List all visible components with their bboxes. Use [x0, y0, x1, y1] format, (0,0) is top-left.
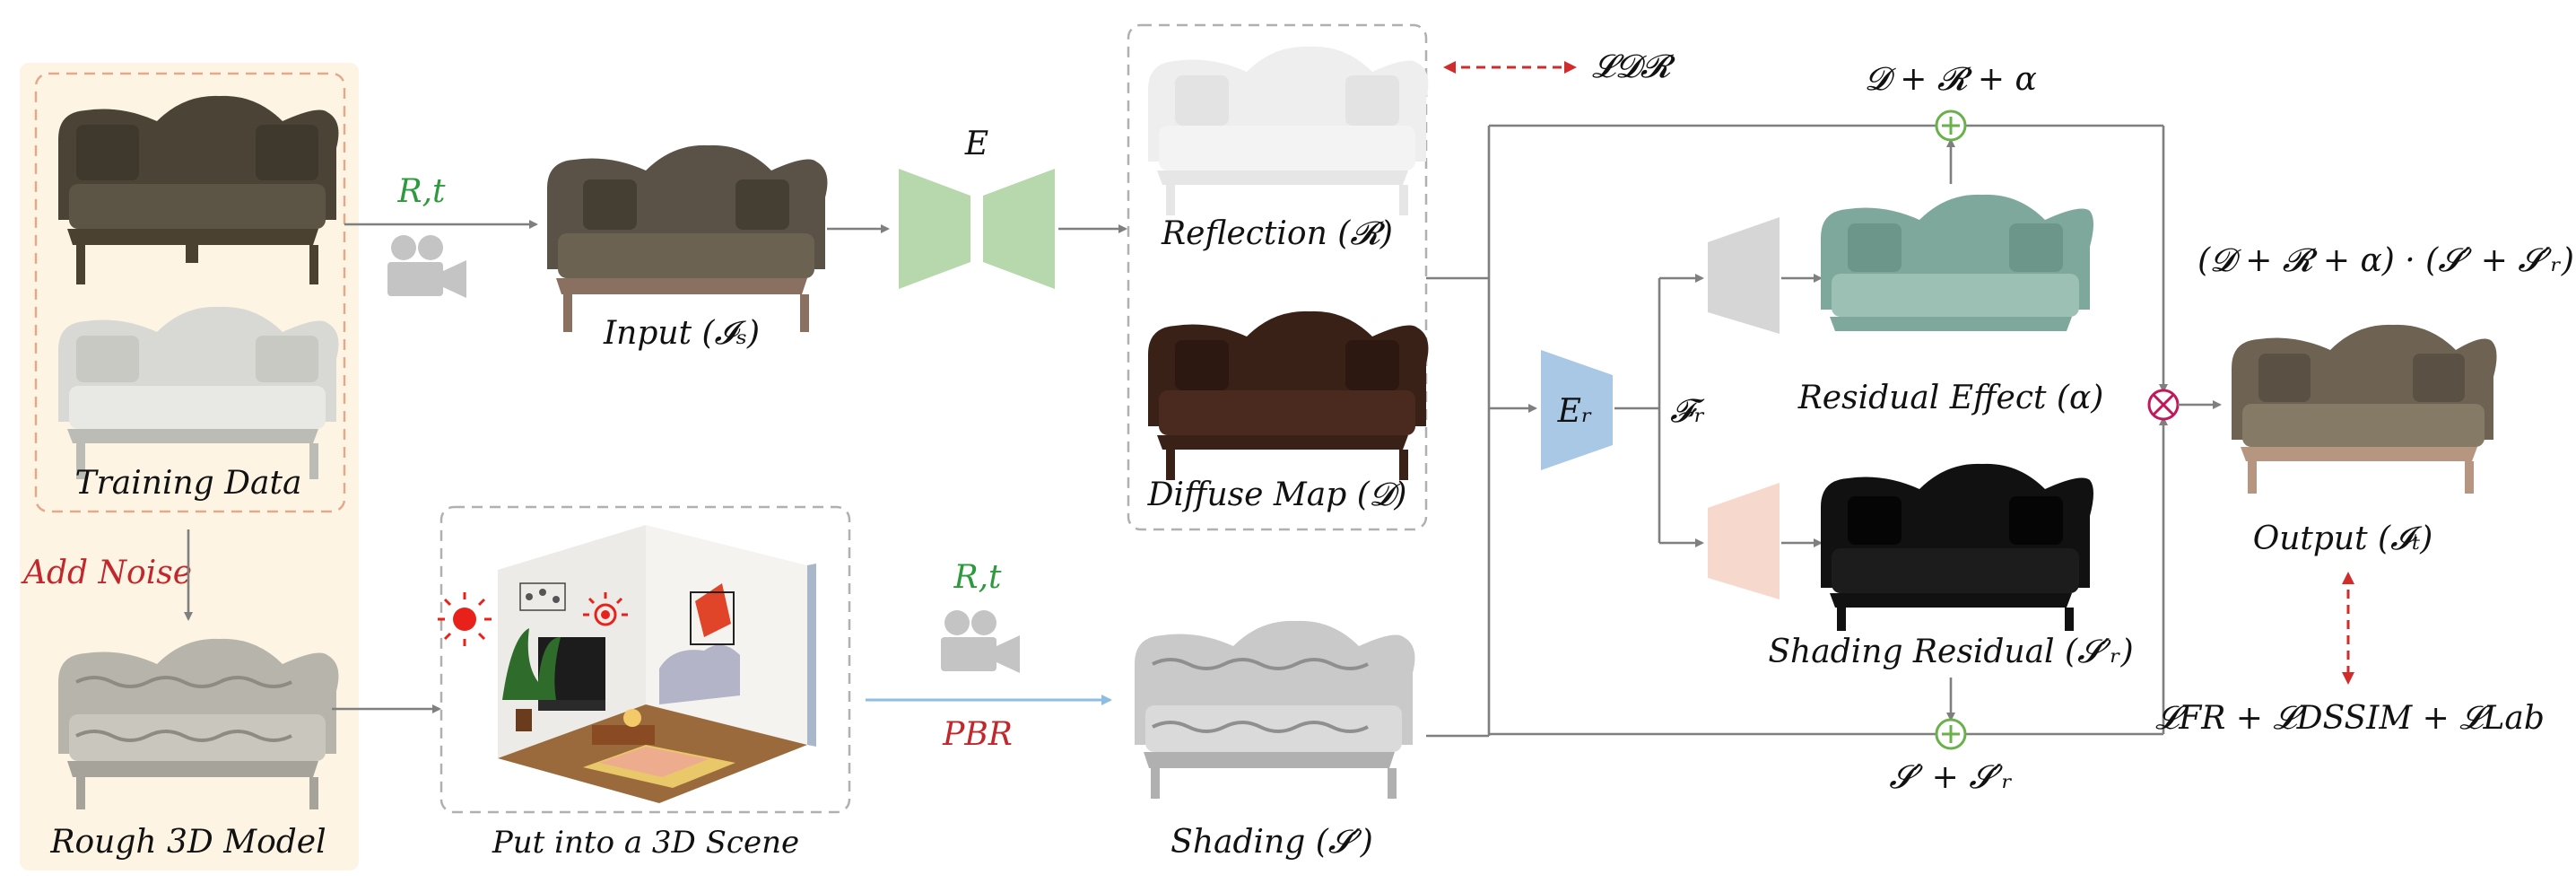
loss-dr-label: 𝓛𝓓𝓡: [1592, 48, 1676, 85]
input-label: Input (𝓘ₛ): [603, 315, 760, 352]
residual-effect-sofa-image: [1821, 194, 2093, 331]
encoder-e: [899, 169, 1055, 289]
camera-icon-bottom: [941, 610, 1020, 673]
3d-scene-room-image: [498, 525, 816, 803]
residual-effect-label: Residual Effect (α): [1797, 380, 2104, 416]
add-noise-label: Add Noise: [21, 555, 192, 591]
diffuse-map-label: Diffuse Map (𝓓): [1147, 477, 1407, 513]
plus-node-top: [1935, 109, 1967, 142]
diffuse-map-sofa-image: [1148, 310, 1429, 480]
multiply-node: [2147, 389, 2180, 421]
fr-label: 𝓕ᵣ: [1670, 393, 1705, 430]
er-label: Eᵣ: [1557, 393, 1593, 430]
shading-sofa-image: [1135, 620, 1415, 799]
training-data-label: Training Data: [75, 465, 302, 502]
plus-node-bottom: [1935, 718, 1967, 750]
reflection-sofa-image: [1148, 46, 1429, 215]
encoder-e-label: E: [964, 126, 988, 162]
rt-top-label: R,t: [396, 173, 446, 210]
decoder-peach: [1708, 483, 1780, 599]
pbr-label: PBR: [942, 716, 1013, 753]
light-bulb-icon-right: [583, 592, 628, 626]
output-sofa-image: [2232, 324, 2497, 494]
loss-total-label: 𝓛FR + 𝓛DSSIM + 𝓛Lab: [2155, 700, 2545, 737]
encoder-er: [1541, 350, 1613, 470]
decoder-gray: [1708, 217, 1780, 334]
training-data-dashed-box: [34, 72, 346, 513]
shading-residual-label: Shading Residual (𝓢′ᵣ): [1768, 634, 2133, 670]
sum-bottom-label: 𝓢′ + 𝓢′ᵣ: [1889, 759, 2013, 796]
shading-label: Shading (𝓢′): [1171, 824, 1373, 861]
reflection-label: Reflection (𝓡): [1161, 215, 1393, 252]
scene-dashed-box: [439, 505, 851, 814]
shading-residual-sofa-image: [1821, 463, 2093, 631]
product-formula-label: (𝓓 + 𝓡 + α) · (𝓢′ + 𝓢′ᵣ): [2197, 242, 2574, 279]
training-sofa-dark-image: [58, 95, 339, 284]
input-sofa-image: [547, 144, 828, 332]
camera-icon-top: [387, 235, 466, 298]
rough-3d-model-image: [58, 638, 339, 809]
decomposition-dashed-box: [1127, 23, 1428, 531]
rough-3d-model-label: Rough 3D Model: [49, 824, 326, 861]
light-sun-icon-left: [438, 592, 492, 646]
training-sofa-light-image: [58, 306, 339, 479]
sum-top-label: 𝓓 + 𝓡 + α: [1865, 61, 2037, 98]
put-into-scene-label: Put into a 3D Scene: [492, 825, 799, 861]
output-label: Output (𝓘ₜ): [2253, 520, 2433, 557]
rt-bottom-label: R,t: [953, 559, 1002, 596]
